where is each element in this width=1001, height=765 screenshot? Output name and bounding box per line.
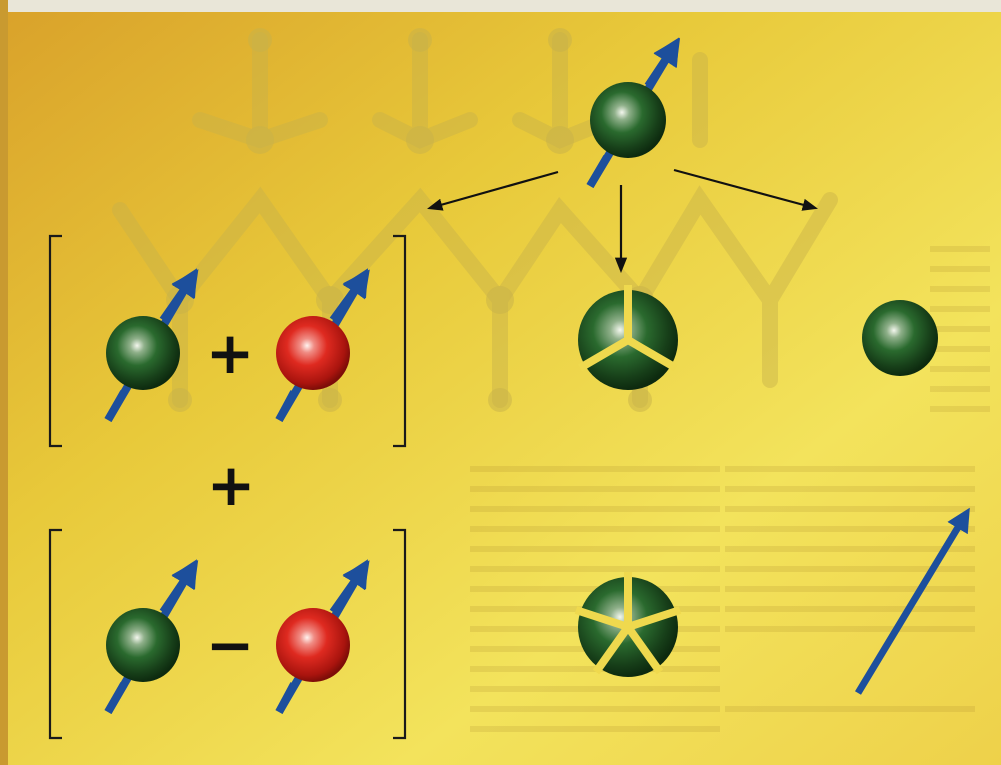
spin-only-arrow-icon [855, 507, 970, 695]
minus-sign-bottom: − [206, 611, 255, 679]
spin-up-green-electron-bottom [104, 559, 199, 715]
source-electron-spin-arrow [586, 37, 681, 189]
spinless-charge-sphere-icon [862, 300, 938, 376]
spin-up-red-electron-top [275, 268, 370, 423]
spin-up-red-electron-bottom [275, 559, 370, 715]
background-lattice-nodes [166, 28, 654, 412]
branch-arrow-right [673, 168, 818, 211]
bracket-top [48, 234, 407, 448]
branch-arrows [427, 168, 818, 274]
branch-arrow-left [427, 170, 559, 211]
charge-fragment-three-icon [577, 285, 679, 390]
spin-up-green-electron-top [104, 268, 199, 423]
bracket-bottom [48, 528, 407, 740]
page-edge-left [0, 0, 8, 765]
plus-sign-middle: + [207, 451, 256, 519]
charge-fragment-five-icon [574, 572, 682, 677]
page-edge-strip [0, 0, 1001, 12]
plus-sign-top: + [206, 319, 255, 387]
